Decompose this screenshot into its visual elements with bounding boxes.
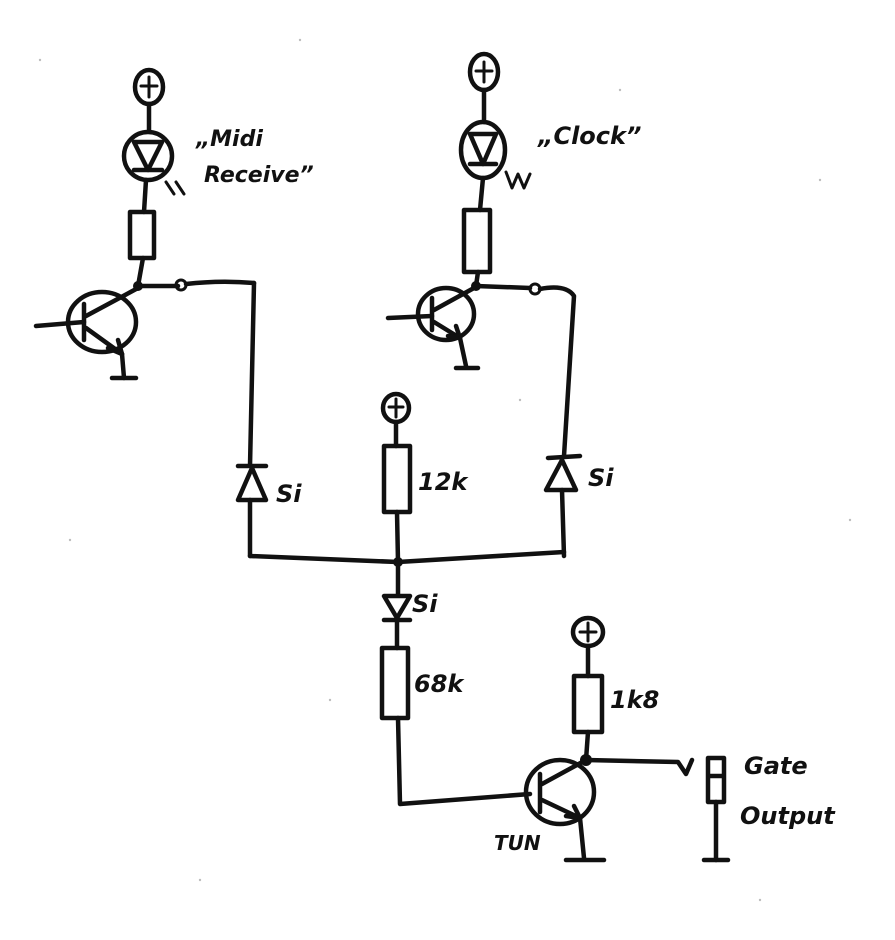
center-si-diode	[381, 593, 413, 623]
right-diode-label: Si	[588, 464, 614, 492]
or-junction-wire	[247, 549, 567, 565]
midi-label-line1: „Midi	[195, 127, 263, 152]
left-si-diode	[235, 463, 269, 503]
midi-resistor	[127, 209, 157, 261]
midi-supply-symbol	[132, 67, 166, 107]
clock-supply-symbol	[467, 51, 501, 93]
resistor-1k8-label: 1k8	[610, 686, 659, 714]
resistor-12k-label: 12k	[418, 468, 469, 496]
base-wire	[395, 715, 533, 807]
clock-wire-ground	[457, 335, 469, 369]
gate-output-jack[interactable]	[701, 755, 731, 863]
midi-wire-to-diode	[183, 279, 257, 287]
gate-label-line2: Output	[740, 802, 836, 830]
paper-specks	[38, 38, 852, 902]
center-diode-label: Si	[412, 590, 438, 618]
clock-label: „Clock”	[537, 122, 641, 150]
clock-wire-led	[477, 175, 486, 213]
gate-label-line1: Gate	[744, 752, 808, 780]
resistor-68k	[379, 645, 411, 721]
midi-wire-led	[141, 177, 149, 215]
clock-led	[458, 119, 532, 190]
clock-transistor	[385, 285, 477, 343]
resistor-1k8	[571, 673, 605, 735]
gate-output-wire	[583, 757, 695, 777]
output-supply-symbol	[570, 615, 606, 649]
midi-transistor	[33, 285, 141, 357]
clock-wire-out	[473, 283, 533, 291]
left-wire-vertical	[247, 280, 257, 469]
midi-led	[121, 129, 186, 196]
center-wire-down	[394, 509, 401, 565]
output-wire-ground	[577, 815, 587, 861]
output-transistor	[523, 757, 597, 827]
resistor-68k-label: 68k	[414, 670, 465, 698]
right-si-diode	[543, 453, 583, 493]
center-supply-symbol	[380, 391, 412, 425]
clock-resistor	[461, 207, 493, 275]
clock-wire-to-diode	[537, 285, 577, 459]
resistor-12k	[381, 443, 413, 515]
transistor-type-label: TUN	[494, 831, 541, 855]
right-wire-bottom	[559, 487, 567, 559]
left-diode-label: Si	[276, 480, 302, 508]
midi-wire-ground	[119, 351, 127, 381]
midi-label-line2: Receive”	[204, 163, 314, 188]
